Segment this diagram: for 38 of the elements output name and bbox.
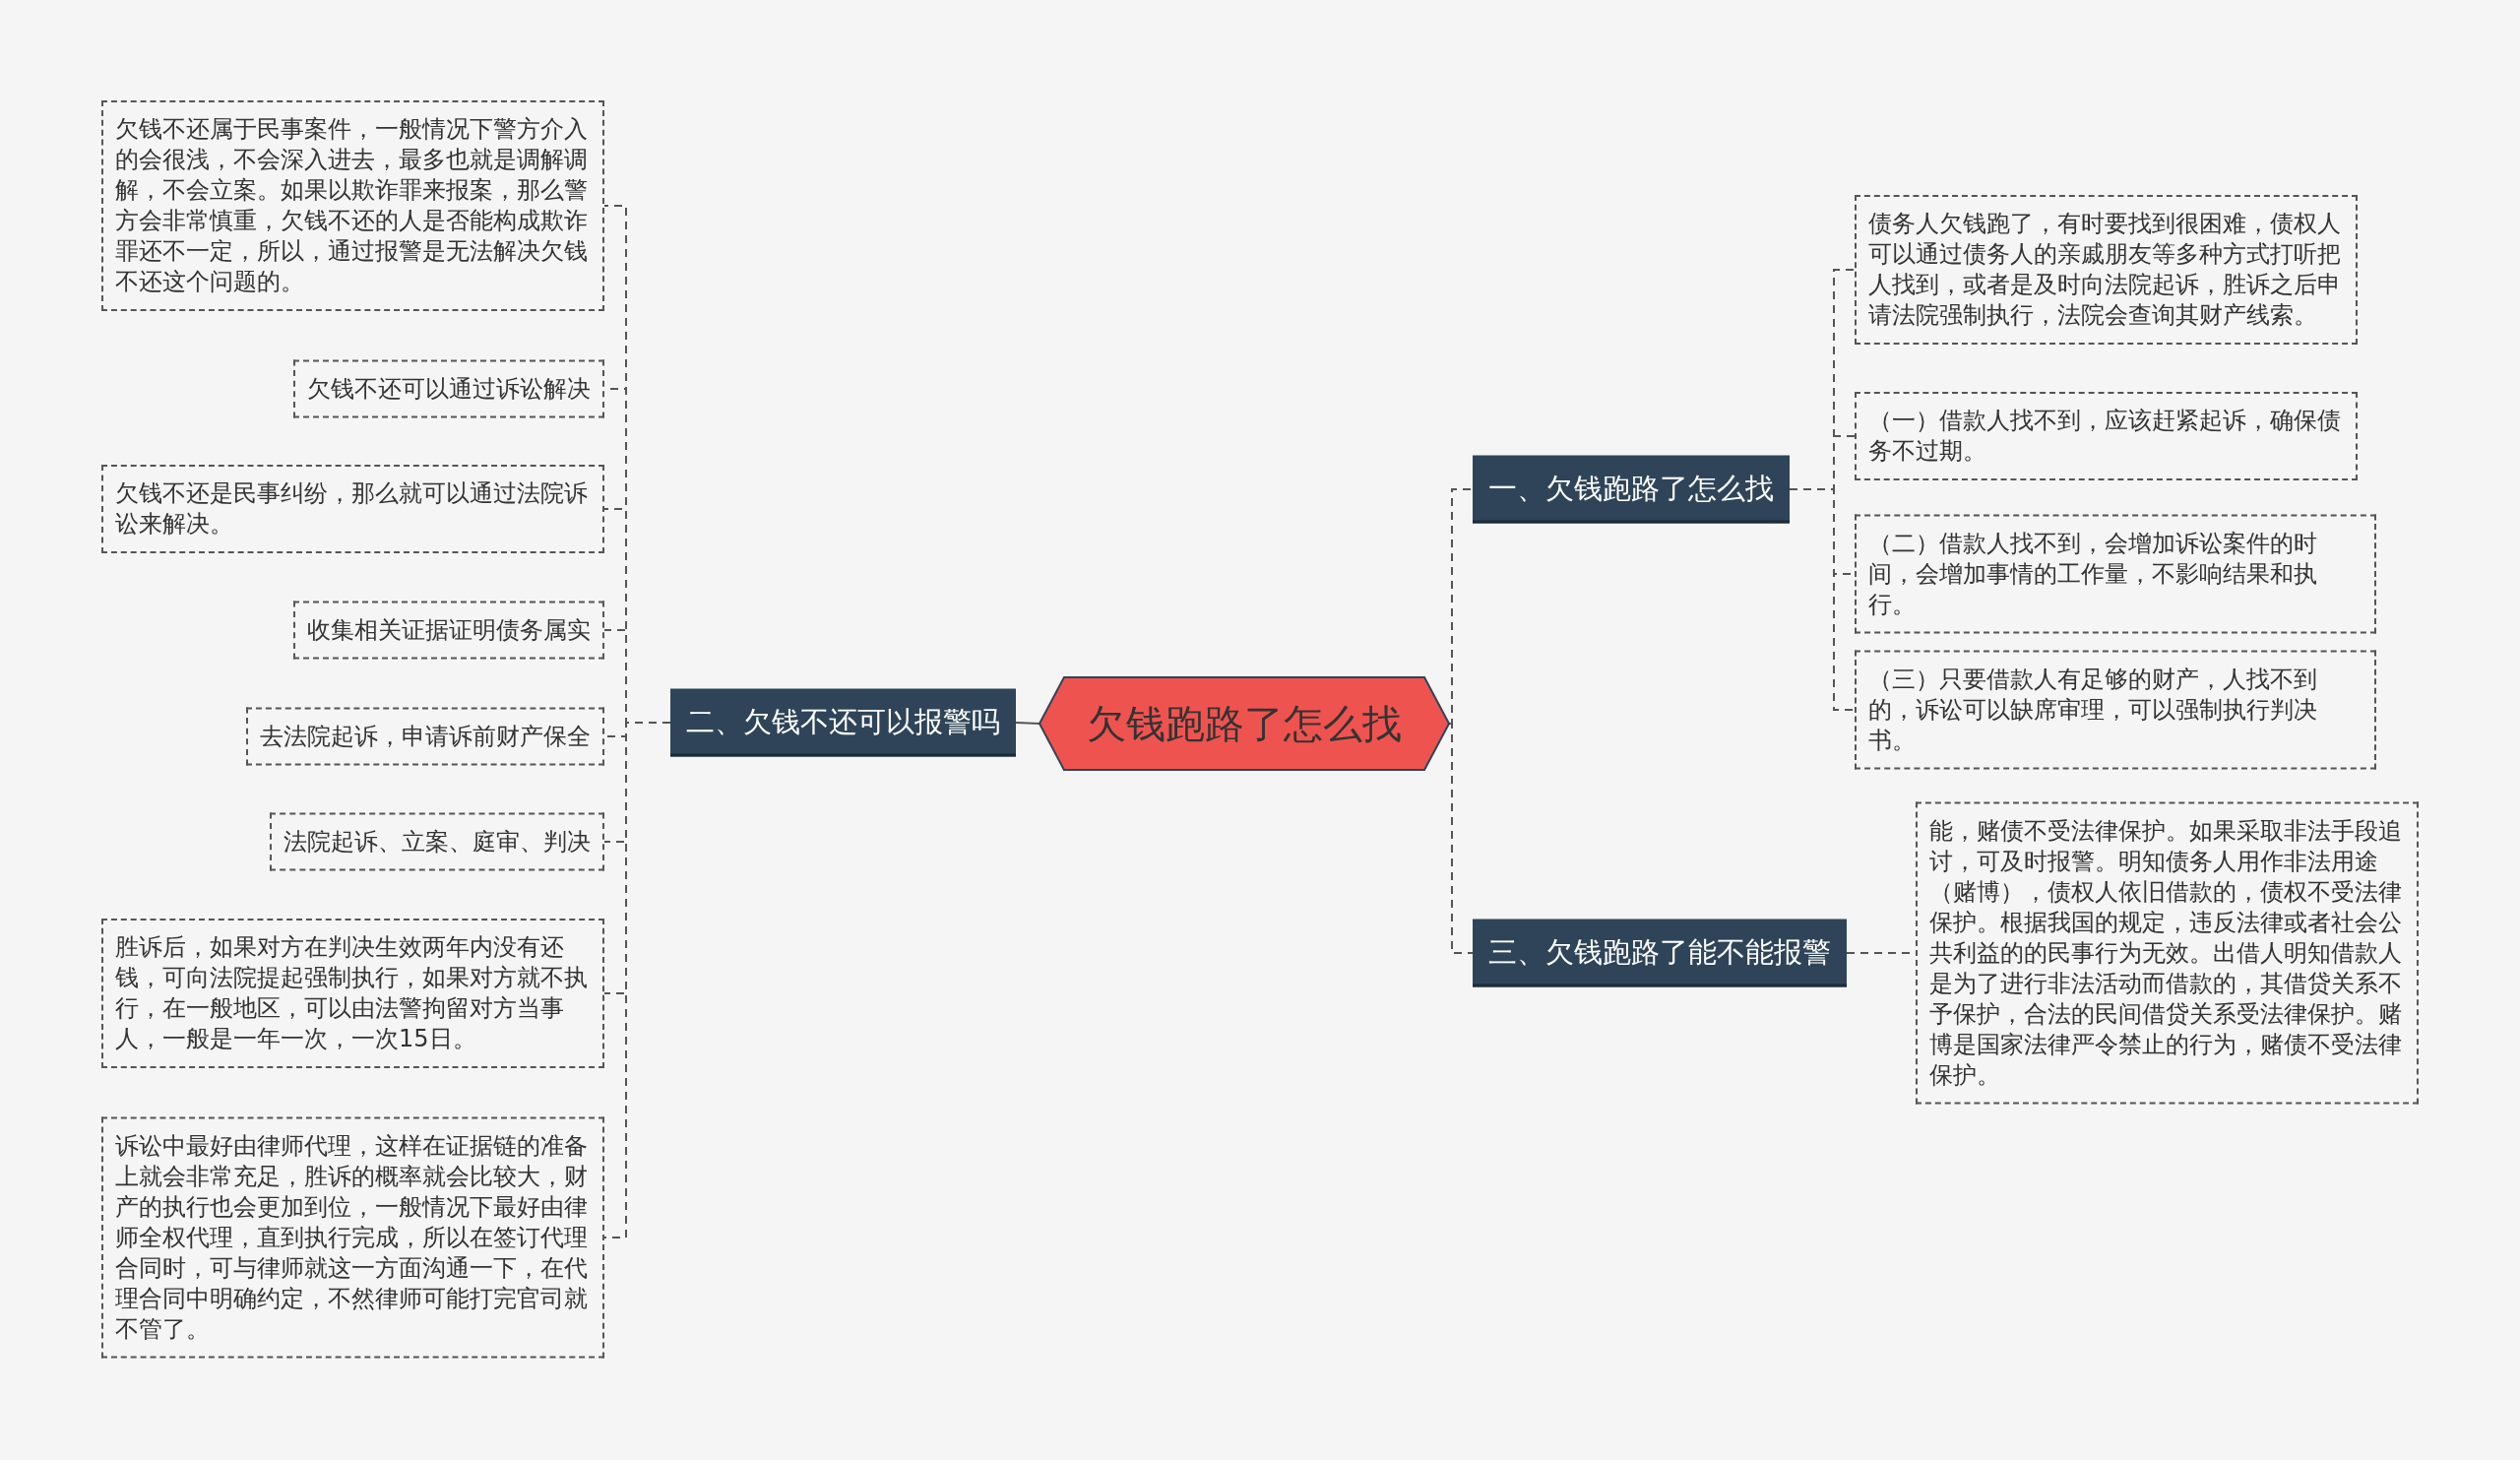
note-text: 欠钱不还可以通过诉讼解决 (307, 374, 591, 403)
central-topic-text: 欠钱跑路了怎么找 (1087, 701, 1402, 746)
note-box (101, 919, 604, 1068)
note-text: 能，赌债不受法律保护。如果采取非法手段追讨，可及时报警。明知债务人用作非法用途（赌博），债权人依旧借款的，债权不受法律保护。根据我国的规定，违反法律或者社会公共利益的的民事行为无效。出借人明知借款人是为了进行非法活动而借款的，其借贷关系不予保护，合法的民间借贷关系受法律保护。赌博是国家法律严令禁止的行为，赌债不受法律保护。 (1929, 816, 2402, 1089)
topic-box (1473, 919, 1847, 987)
topic-box (1473, 455, 1790, 524)
note-box (1855, 195, 2358, 345)
note-box (1916, 801, 2419, 1105)
note-text: 收集相关证据证明债务属实 (307, 615, 591, 644)
note-text: 胜诉后，如果对方在判决生效两年内没有还钱，可向法院提起强制执行，如果对方就不执行，在一般地区，可以由法警拘留对方当事人，一般是一年一次，一次15日。 (115, 933, 588, 1052)
note-text: 去法院起诉，申请诉前财产保全 (260, 722, 591, 750)
note-text: 欠钱不还是民事纠纷，那么就可以通过法院诉讼来解决。 (115, 479, 588, 538)
note-box (270, 812, 604, 871)
note-text: （一）借款人找不到，应该赶紧起诉，确保债务不过期。 (1868, 407, 2341, 465)
connector-line (1015, 722, 1040, 725)
connector-line (1448, 723, 1474, 954)
topic-box (670, 688, 1016, 757)
note-box (1855, 650, 2376, 770)
note-box (293, 359, 604, 418)
note-text: （二）借款人找不到，会增加诉讼案件的时间，会增加事情的工作量，不影响结果和执行。 (1868, 529, 2317, 618)
note-text: 诉讼中最好由律师代理，这样在证据链的准备上就会非常充足，胜诉的概率就会比较大，财产的执行也会更加到位，一般情况下最好由律师全权代理，直到执行完成，所以在签订代理合同时，可与律师就这一方面沟通一下，在代理合同中明确约定，不然律师可能打完官司就不管了。 (115, 1131, 588, 1343)
note-box (101, 1116, 604, 1359)
note-box (1855, 514, 2376, 634)
note-box (1855, 392, 2358, 480)
topic-text: 三、欠钱跑路了能不能报警 (1488, 934, 1831, 969)
connector-line (1789, 488, 1856, 711)
note-box (101, 100, 604, 311)
connector-line (1448, 488, 1474, 725)
note-box (293, 601, 604, 660)
note-text: （三）只要借款人有足够的财产，人找不到的，诉讼可以缺席审理，可以强制执行判决书。 (1868, 665, 2317, 754)
note-text: 法院起诉、立案、庭审、判决 (284, 827, 591, 856)
note-box (246, 707, 604, 766)
note-box (101, 465, 604, 553)
note-text: 欠钱不还属于民事案件，一般情况下警方介入的会很浅，不会深入进去，最多也就是调解调解，不会立案。如果以欺诈罪来报案，那么警方会非常慎重，欠钱不还的人是否能构成欺诈罪还不一定，所以，通过报警是无法解决欠钱不还这个问题的。 (115, 115, 588, 295)
topic-text: 一、欠钱跑路了怎么找 (1488, 471, 1774, 505)
central-topic (1040, 677, 1449, 770)
note-text: 债务人欠钱跑了，有时要找到很困难，债权人可以通过债务人的亲戚朋友等多种方式打听把人找到，或者是及时向法院起诉，胜诉之后申请法院强制执行，法院会查询其财产线索。 (1868, 210, 2341, 329)
topic-text: 二、欠钱不还可以报警吗 (686, 704, 1000, 738)
